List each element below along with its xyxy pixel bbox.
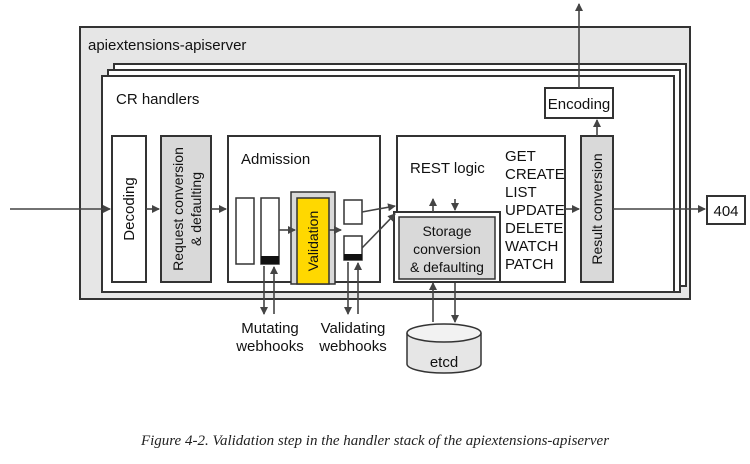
mutating-webhooks-line2: webhooks bbox=[235, 338, 304, 355]
validating-webhooks-line2: webhooks bbox=[318, 338, 387, 355]
validation-label: Validation bbox=[305, 211, 321, 271]
figure-caption: Figure 4-2. Validation step in the handl… bbox=[140, 433, 610, 449]
verb-delete: DELETE bbox=[505, 220, 563, 237]
mutating-plugin-1 bbox=[235, 197, 255, 265]
verb-list: LIST bbox=[505, 184, 537, 201]
flow-arrows bbox=[10, 3, 706, 323]
mutating-plugin-2-webhook-bar bbox=[261, 256, 279, 264]
verb-patch: PATCH bbox=[505, 256, 554, 273]
response-404-box bbox=[706, 195, 746, 225]
storage-label-line1: Storage bbox=[422, 223, 471, 239]
verb-get: GET bbox=[505, 148, 536, 165]
validating-plugin-1 bbox=[343, 199, 363, 225]
validation-box bbox=[296, 197, 330, 285]
request-conversion-box bbox=[160, 135, 212, 283]
etcd-cylinder-top bbox=[406, 323, 482, 343]
verb-watch: WATCH bbox=[505, 238, 558, 255]
arrow-admission-to-rest-top bbox=[361, 203, 396, 213]
mutating-plugin-2 bbox=[260, 197, 280, 265]
verb-create: CREATE bbox=[505, 166, 565, 183]
verb-update: UPDATE bbox=[505, 202, 565, 219]
request-conversion-label-line1: Request conversion bbox=[170, 147, 186, 271]
etcd-label: etcd bbox=[430, 354, 458, 371]
validating-plugin-2-webhook-bar bbox=[344, 254, 362, 260]
rest-logic-label: REST logic bbox=[410, 160, 485, 177]
response-404-label: 404 bbox=[713, 203, 738, 220]
storage-conversion-box bbox=[398, 216, 496, 280]
arrow-admission-to-rest-bottom bbox=[361, 213, 396, 249]
storage-label-line3: & defaulting bbox=[410, 259, 484, 275]
storage-label-line2: conversion bbox=[413, 241, 481, 257]
apiextensions-apiserver-label: apiextensions-apiserver bbox=[88, 37, 246, 54]
result-conversion-label: Result conversion bbox=[589, 153, 605, 264]
etcd-cylinder-body bbox=[406, 333, 482, 374]
encoding-label: Encoding bbox=[548, 96, 611, 113]
validating-webhooks-line1: Validating bbox=[321, 320, 386, 337]
mutating-webhooks-line1: Mutating bbox=[241, 320, 299, 337]
request-conversion-label-line2: & defaulting bbox=[188, 172, 204, 246]
cr-handlers-label: CR handlers bbox=[116, 91, 199, 108]
decoding-box bbox=[111, 135, 147, 283]
decoding-label: Decoding bbox=[121, 177, 138, 240]
admission-label: Admission bbox=[241, 151, 310, 168]
